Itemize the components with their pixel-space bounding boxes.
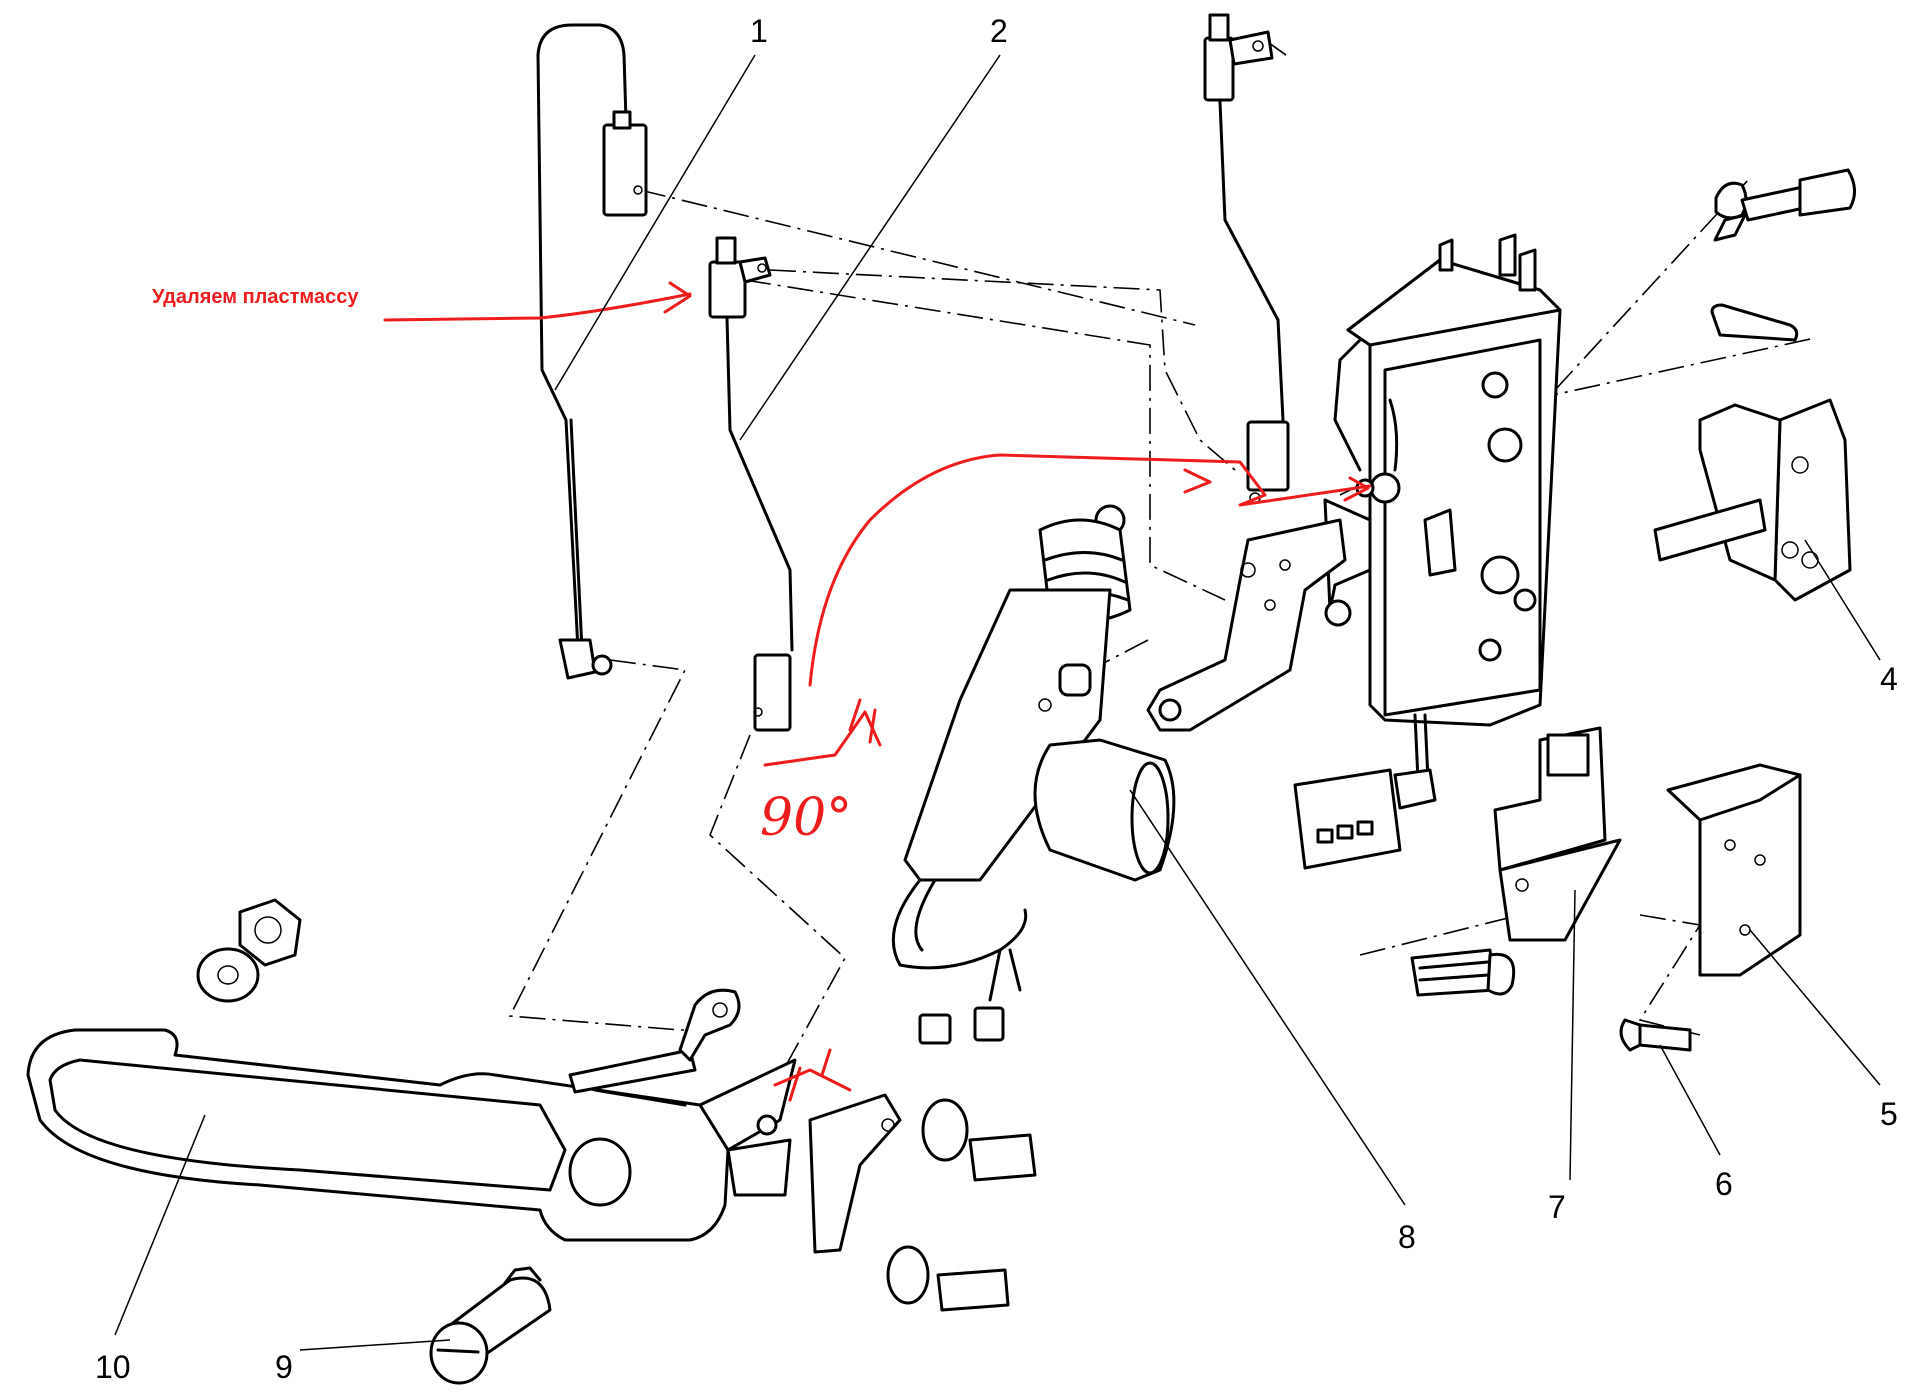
callout-7: 7 (1548, 1189, 1566, 1225)
assembly-centerlines (508, 39, 1816, 1081)
callout-9: 9 (275, 1349, 293, 1385)
callout-6: 6 (1715, 1166, 1733, 1202)
callout-8: 8 (1398, 1219, 1416, 1255)
callout-leader-lines (114, 54, 1881, 1351)
part-10-door-handle (26, 988, 797, 1242)
part-9-lock-cylinder (429, 1266, 552, 1385)
callout-10: 10 (95, 1349, 131, 1385)
callout-1: 1 (750, 13, 768, 49)
callout-2: 2 (990, 13, 1008, 49)
lock-rod (1203, 13, 1290, 504)
door-lock-body (1146, 233, 1562, 870)
red-annotations (383, 281, 1372, 1102)
part-1-rod (536, 23, 648, 680)
part-5-bracket (1666, 763, 1802, 977)
callout-5: 5 (1880, 1096, 1898, 1132)
part-7-bracket (1410, 726, 1622, 997)
hardware-small-parts (196, 168, 1856, 1312)
part-4-striker (1653, 181, 1852, 602)
angle-note: 90° (760, 788, 852, 848)
callout-numbers: 1 2 4 5 6 7 8 9 10 (95, 13, 1898, 1385)
part-8-actuator (891, 504, 1176, 1045)
part-2-rod (708, 236, 794, 732)
remove-plastic-note: Удаляем пластмассу (152, 286, 359, 308)
callout-4: 4 (1880, 661, 1898, 697)
part-6-screw (1619, 1018, 1692, 1052)
